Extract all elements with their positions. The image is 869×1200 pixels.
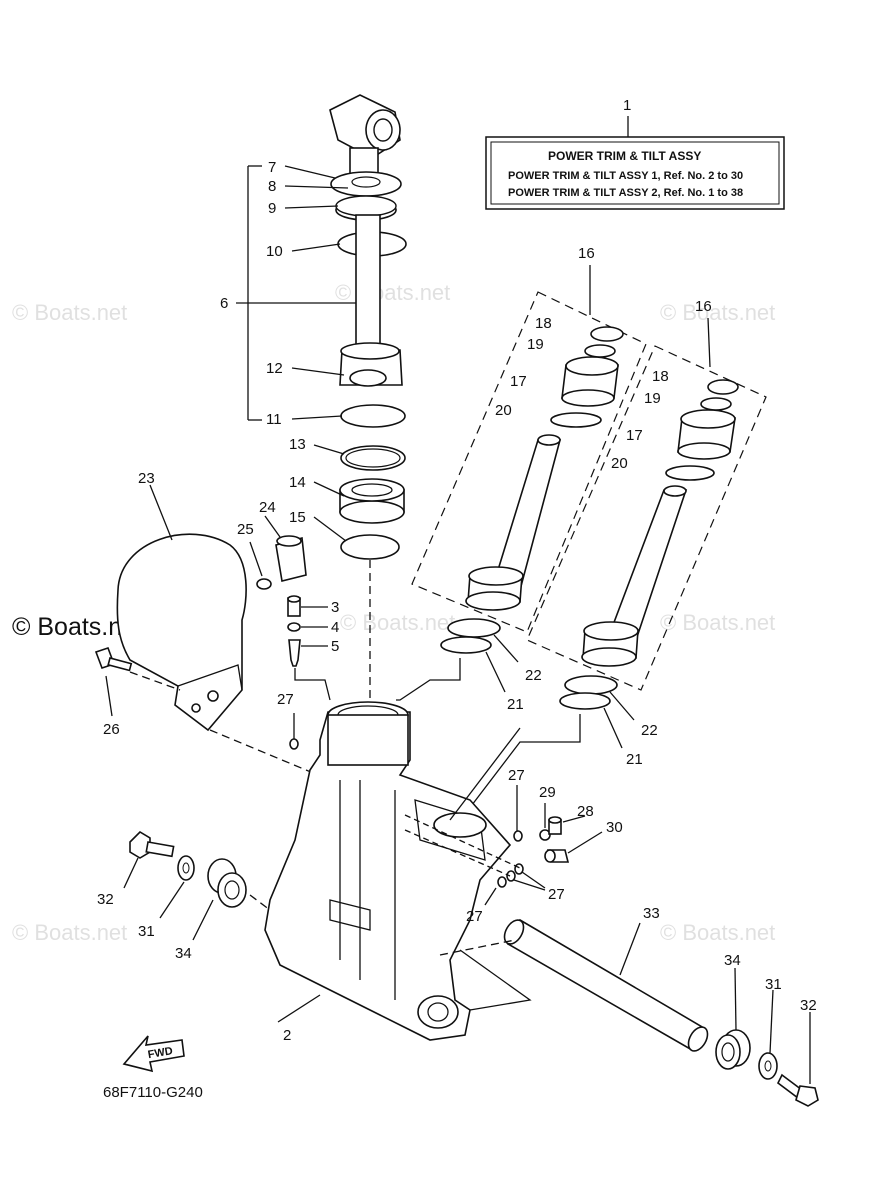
trim-body-2 [264, 701, 532, 1041]
watermark: © Boats.net [660, 300, 775, 325]
callout-labels: 2 3 4 5 6 7 8 9 10 11 12 13 14 15 16 16 … [97, 159, 817, 1044]
callout-17-right: 17 [626, 427, 643, 444]
bushing-right [715, 967, 819, 1107]
callout-30: 30 [606, 819, 623, 836]
callout-13: 13 [289, 436, 306, 453]
callout-2: 2 [283, 1027, 291, 1044]
callout-21-right: 21 [626, 751, 643, 768]
callout-22-left: 22 [525, 667, 542, 684]
callout-16-right: 16 [695, 298, 712, 315]
callout-18-right: 18 [652, 368, 669, 385]
legend-box: 1 POWER TRIM & TILT ASSY POWER TRIM & TI… [485, 97, 785, 210]
callout-32-left: 32 [97, 891, 114, 908]
callout-32-right: 32 [800, 997, 817, 1014]
callout-27-d: 27 [466, 908, 483, 925]
callout-23: 23 [138, 470, 155, 487]
tilt-shaft-33 [439, 918, 709, 1052]
callout-12: 12 [266, 360, 283, 377]
callout-7: 7 [268, 159, 276, 176]
tilt-rod-assembly [329, 94, 407, 700]
callout-9: 9 [268, 200, 276, 217]
callout-20-right: 20 [611, 455, 628, 472]
callout-14: 14 [289, 474, 306, 491]
callout-bracket-6 [236, 165, 356, 542]
legend-title: POWER TRIM & TILT ASSY [548, 149, 701, 163]
callout-25: 25 [237, 521, 254, 538]
pins-27-30 [404, 785, 603, 906]
callout-6: 6 [220, 295, 228, 312]
callout-5: 5 [331, 638, 339, 655]
watermark: © Boats.net [660, 610, 775, 635]
callout-15: 15 [289, 509, 306, 526]
callout-19-right: 19 [644, 390, 661, 407]
callout-20-left: 20 [495, 402, 512, 419]
callout-8: 8 [268, 178, 276, 195]
legend-line-2: POWER TRIM & TILT ASSY 2, Ref. No. 1 to … [508, 187, 743, 199]
watermark: © Boats.net [12, 920, 127, 945]
legend-line-1: POWER TRIM & TILT ASSY 1, Ref. No. 2 to … [508, 170, 743, 182]
bolt-26 [94, 646, 181, 717]
watermark: © Boats.net [340, 610, 455, 635]
callout-28: 28 [577, 803, 594, 820]
callout-17-left: 17 [510, 373, 527, 390]
small-parts [249, 515, 331, 750]
callout-33: 33 [643, 905, 660, 922]
watermark: © Boats.net [660, 920, 775, 945]
callout-29: 29 [539, 784, 556, 801]
callout-1: 1 [623, 97, 631, 114]
callout-16-left: 16 [578, 245, 595, 262]
callout-21-left: 21 [507, 696, 524, 713]
callout-27-b: 27 [508, 767, 525, 784]
valve-kit-16-left [411, 265, 647, 633]
callout-27-a: 27 [277, 691, 294, 708]
drawing-code: 68F7110-G240 [103, 1084, 203, 1101]
callout-3: 3 [331, 599, 339, 616]
cover-23 [116, 484, 331, 781]
watermark-layer: © Boats.net © Boats.net © Boats.net © Bo… [12, 280, 775, 945]
fwd-label: FWD [147, 1045, 174, 1061]
callout-24: 24 [259, 499, 276, 516]
callout-4: 4 [331, 619, 339, 636]
watermark: © Boats.net [335, 280, 450, 305]
callout-31-right: 31 [765, 976, 782, 993]
callout-27-c: 27 [548, 886, 565, 903]
seal-rings [396, 618, 635, 861]
callout-26: 26 [103, 721, 120, 738]
fwd-arrow-icon: FWD [122, 1035, 185, 1073]
callout-11: 11 [266, 411, 282, 428]
valve-kit-16-right [526, 317, 767, 691]
callout-18-left: 18 [535, 315, 552, 332]
watermark: © Boats.net [12, 300, 127, 325]
callout-31-left: 31 [138, 923, 155, 940]
callout-22-right: 22 [641, 722, 658, 739]
callout-10: 10 [266, 243, 283, 260]
bushing-left [123, 830, 271, 941]
callout-19-left: 19 [527, 336, 544, 353]
callout-34-right: 34 [724, 952, 741, 969]
callout-34-left: 34 [175, 945, 192, 962]
